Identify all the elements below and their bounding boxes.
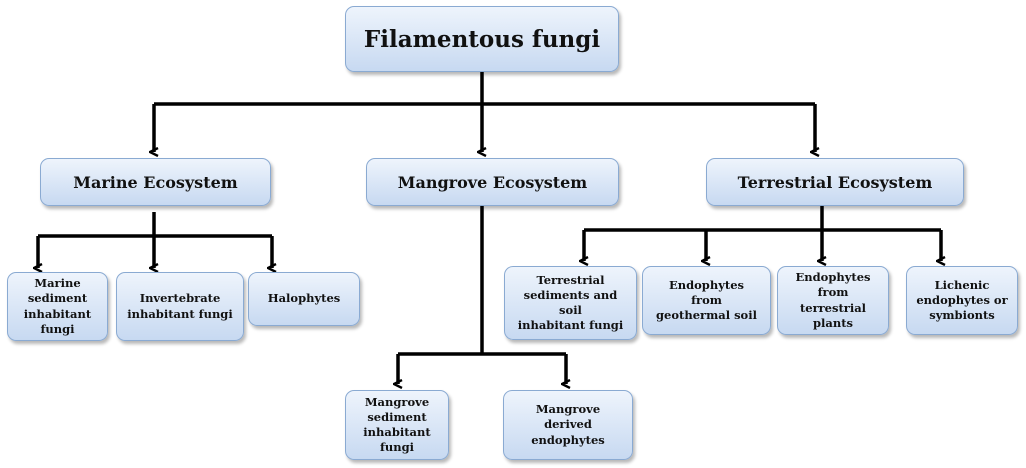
mangrove-endophytes-node: Mangrove derived endophytes	[503, 390, 633, 460]
mangrove-sediment-label: Mangrove sediment inhabitant fungi	[363, 394, 431, 455]
halophytes-node: Halophytes	[248, 272, 360, 326]
marine-ecosystem-label: Marine Ecosystem	[73, 172, 238, 192]
terrestrial-ecosystem-node: Terrestrial Ecosystem	[706, 158, 964, 206]
terrestrial-plant-endophytes-node: Endophytes from terrestrial plants	[777, 266, 889, 335]
root-label: Filamentous fungi	[363, 25, 601, 53]
marine-sediment-node: Marine sediment inhabitant fungi	[7, 272, 108, 341]
mangrove-ecosystem-label: Mangrove Ecosystem	[397, 172, 588, 192]
mangrove-endophytes-label: Mangrove derived endophytes	[531, 402, 605, 447]
geothermal-endophytes-label: Endophytes from geothermal soil	[656, 277, 757, 323]
mangrove-sediment-node: Mangrove sediment inhabitant fungi	[345, 390, 449, 460]
terrestrial-ecosystem-label: Terrestrial Ecosystem	[737, 172, 933, 192]
mangrove-ecosystem-node: Mangrove Ecosystem	[366, 158, 619, 206]
terrestrial-plant-endophytes-label: Endophytes from terrestrial plants	[795, 270, 871, 330]
terrestrial-sediments-label: Terrestrial sediments and soil inhabitan…	[517, 272, 624, 333]
terrestrial-sediments-node: Terrestrial sediments and soil inhabitan…	[504, 266, 637, 340]
root-node: Filamentous fungi	[345, 6, 619, 72]
marine-ecosystem-node: Marine Ecosystem	[40, 158, 271, 206]
halophytes-label: Halophytes	[267, 291, 341, 306]
marine-sediment-label: Marine sediment inhabitant fungi	[23, 276, 92, 336]
lichenic-endophytes-label: Lichenic endophytes or symbionts	[916, 277, 1008, 323]
invertebrate-label: Invertebrate inhabitant fungi	[127, 291, 233, 321]
invertebrate-node: Invertebrate inhabitant fungi	[116, 272, 244, 341]
lichenic-endophytes-node: Lichenic endophytes or symbionts	[906, 266, 1018, 335]
geothermal-endophytes-node: Endophytes from geothermal soil	[642, 266, 771, 335]
